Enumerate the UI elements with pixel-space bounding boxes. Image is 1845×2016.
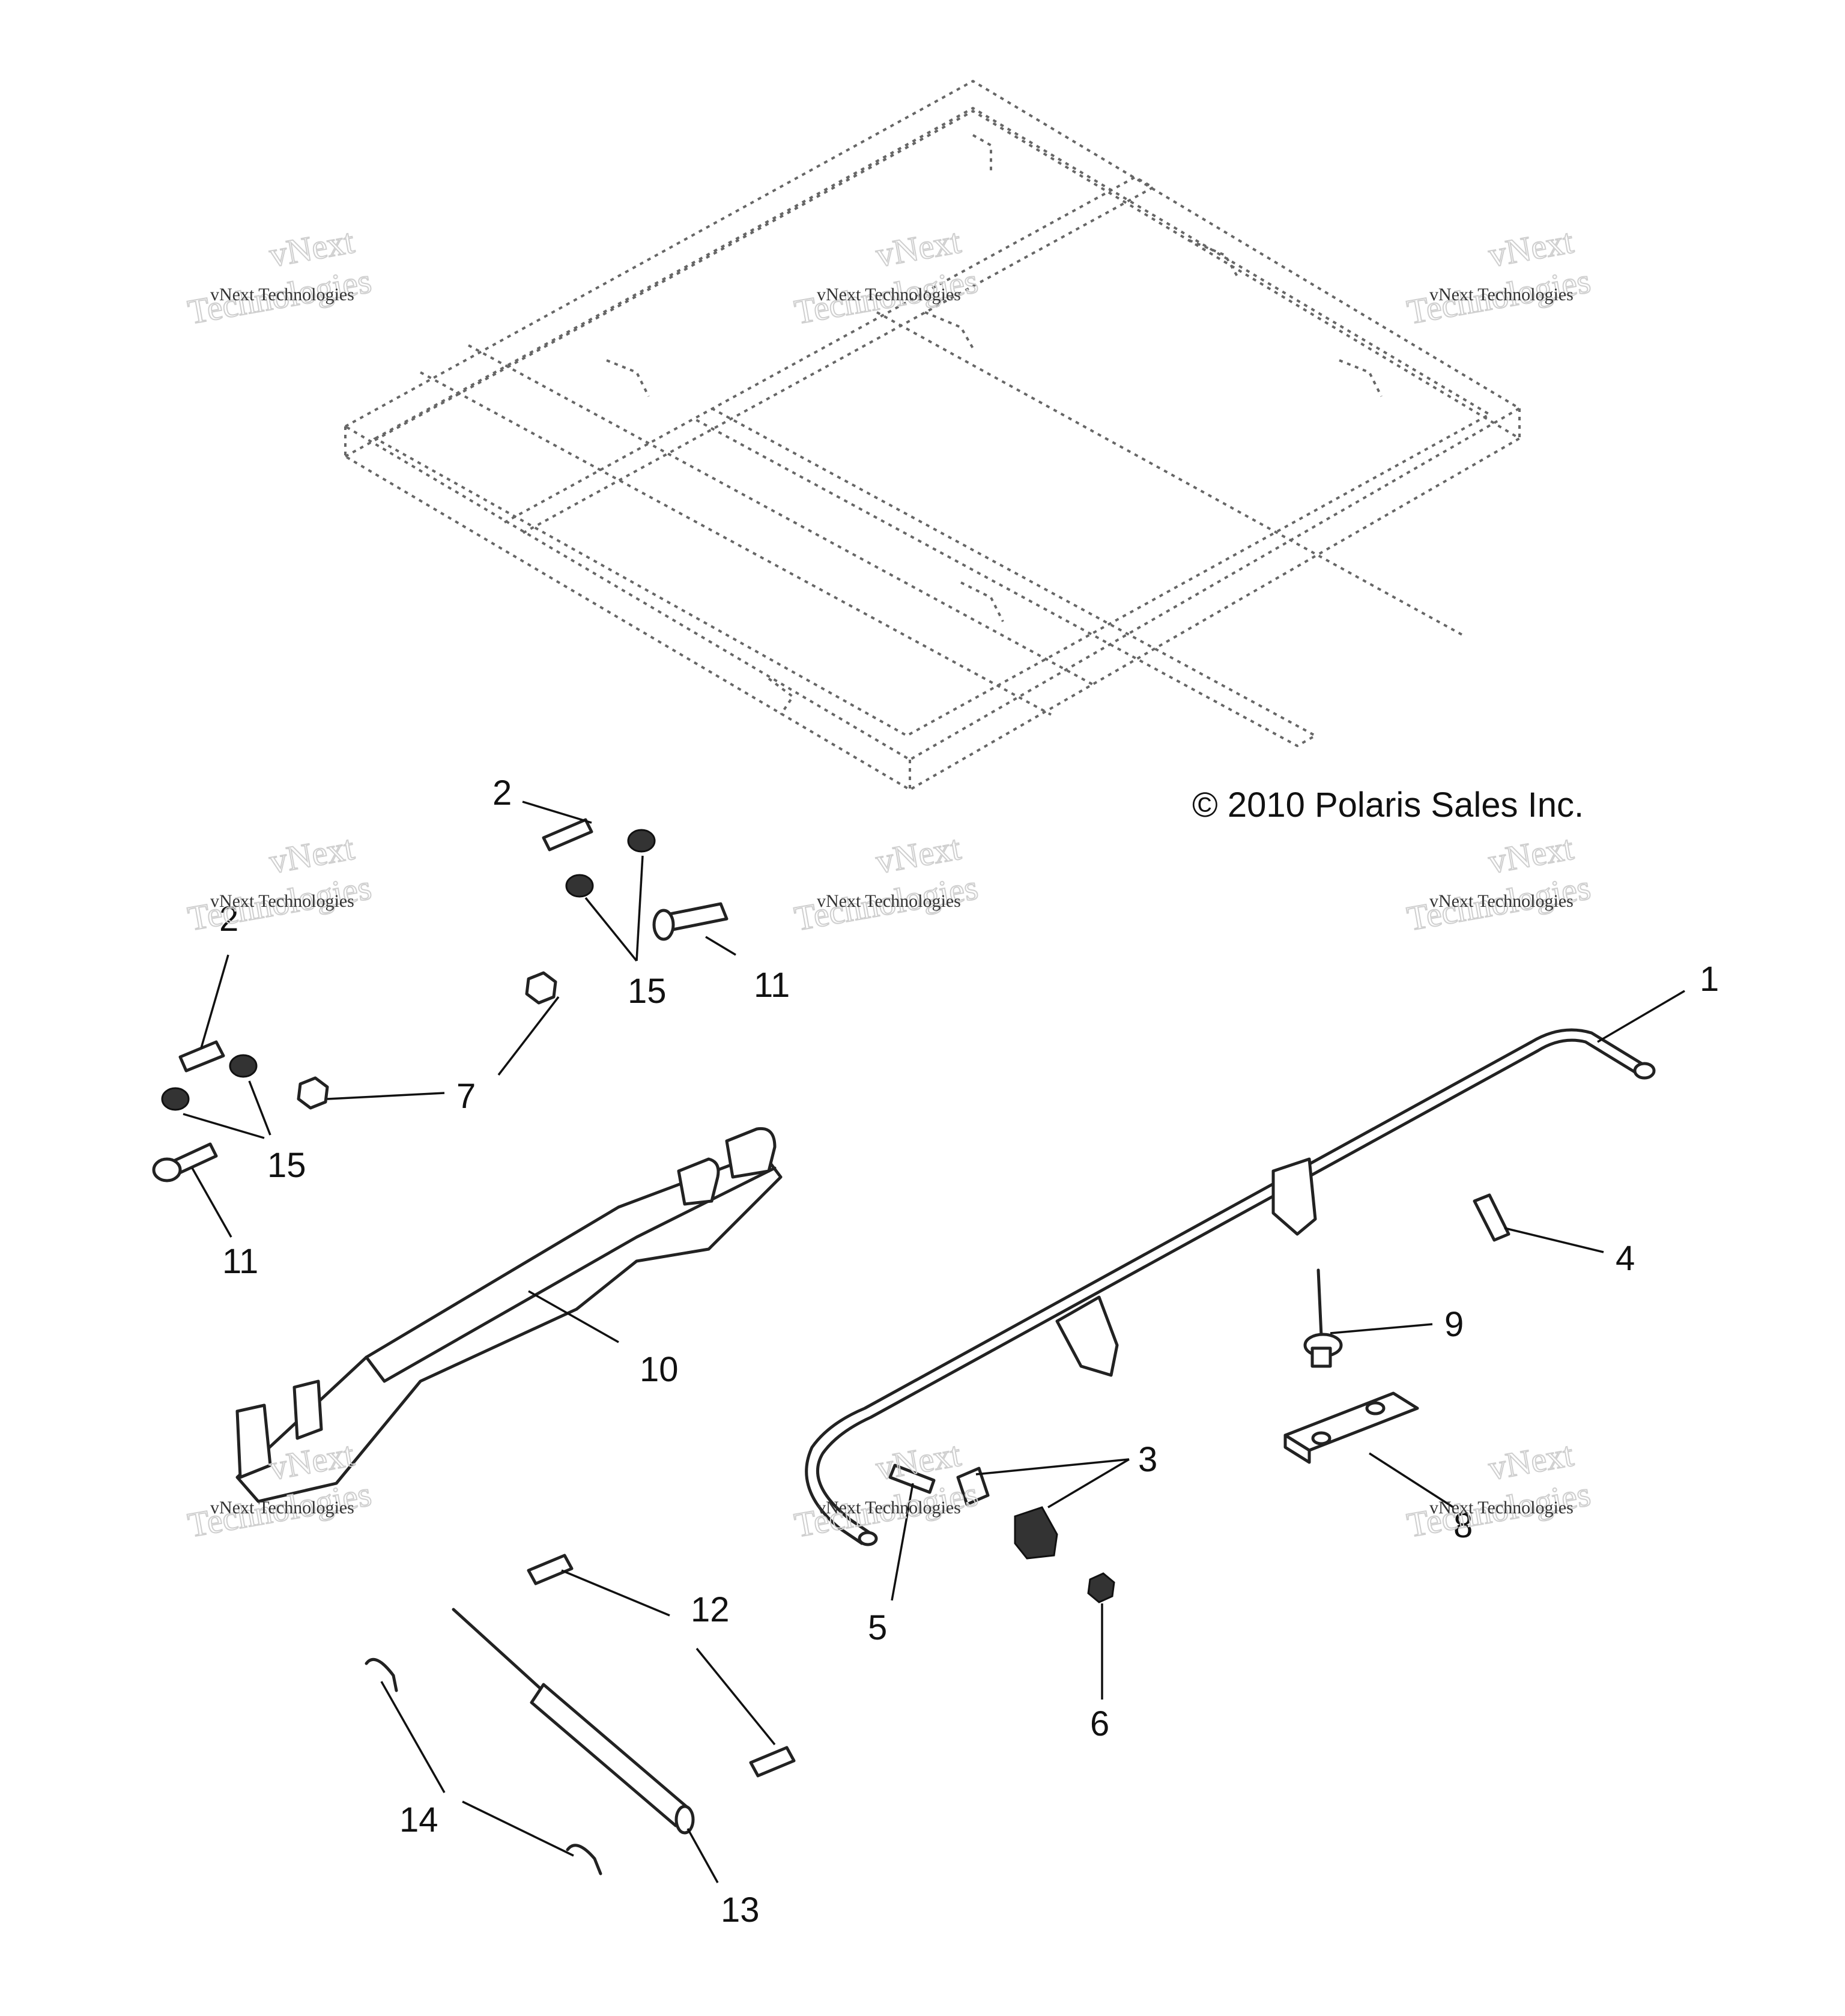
callout-15-left: 15 bbox=[267, 1146, 306, 1185]
copyright-notice: © 2010 Polaris Sales Inc. bbox=[1192, 786, 1584, 825]
nut-left bbox=[297, 1076, 329, 1110]
callout-11-left: 11 bbox=[222, 1242, 258, 1281]
callout-10: 10 bbox=[640, 1350, 679, 1389]
screw bbox=[888, 1464, 936, 1494]
callout-6: 6 bbox=[1090, 1704, 1109, 1743]
hair-pin-clip-upper bbox=[365, 1657, 398, 1692]
callout-13: 13 bbox=[721, 1890, 760, 1930]
callout-2-left: 2 bbox=[219, 900, 238, 939]
callout-4: 4 bbox=[1616, 1239, 1635, 1278]
rivet bbox=[1303, 1268, 1343, 1368]
bumper-1 bbox=[956, 1467, 990, 1506]
callout-12: 12 bbox=[691, 1590, 730, 1629]
bushing-upper-2 bbox=[565, 874, 594, 898]
watermark-6-line1: vNext Technologies bbox=[1429, 891, 1574, 911]
gas-strut bbox=[452, 1608, 695, 1835]
watermark-5-line1: vNext Technologies bbox=[817, 891, 961, 911]
pin-lower bbox=[749, 1746, 796, 1778]
bushing-left-1 bbox=[229, 1054, 258, 1078]
callout-5: 5 bbox=[868, 1608, 887, 1647]
watermark-4: vNext Technologies vNext Technologies bbox=[184, 828, 375, 939]
nut-upper bbox=[525, 971, 557, 1005]
watermark-3-line1: vNext Technologies bbox=[1429, 285, 1574, 304]
callout-1: 1 bbox=[1700, 960, 1719, 999]
callout-14: 14 bbox=[399, 1800, 438, 1839]
latch-rod bbox=[805, 1028, 1656, 1546]
watermark-8-line1: vNext Technologies bbox=[817, 1498, 961, 1518]
watermark-8: vNext Technologies vNext Technologies bbox=[791, 1434, 981, 1546]
callout-8: 8 bbox=[1453, 1506, 1473, 1545]
callout-7: 7 bbox=[456, 1077, 476, 1116]
callout-15-upper: 15 bbox=[628, 972, 667, 1011]
bushing-left-2 bbox=[161, 1087, 190, 1111]
callout-9: 9 bbox=[1444, 1305, 1464, 1344]
bolt-upper bbox=[652, 902, 729, 941]
callout-11-upper: 11 bbox=[754, 966, 790, 1005]
watermark-5: vNext Technologies vNext Technologies bbox=[791, 828, 981, 939]
nut-bottom bbox=[1087, 1572, 1115, 1603]
bumper-2 bbox=[1014, 1506, 1058, 1560]
pivot-pin-left bbox=[178, 1040, 225, 1073]
pin-upper bbox=[527, 1554, 574, 1585]
watermark-2-line1: vNext Technologies bbox=[817, 285, 961, 304]
watermark-4-line1: vNext Technologies bbox=[210, 891, 354, 911]
leader-lines bbox=[183, 801, 1685, 1883]
watermark-7-line1: vNext Technologies bbox=[210, 1498, 354, 1518]
striker-plate bbox=[1283, 1391, 1419, 1464]
watermark-1: vNext Technologies vNext Technologies bbox=[184, 221, 375, 333]
hinge-channel bbox=[235, 1127, 783, 1503]
spring bbox=[1473, 1193, 1510, 1242]
watermark-2: vNext Technologies vNext Technologies bbox=[791, 221, 981, 333]
callouts: 1 2 2 3 4 5 6 7 8 9 10 11 11 12 13 14 15… bbox=[219, 773, 1719, 1930]
watermark-6: vNext Technologies vNext Technologies bbox=[1404, 828, 1594, 939]
callout-3: 3 bbox=[1138, 1440, 1157, 1479]
watermark-9-line1: vNext Technologies bbox=[1429, 1498, 1574, 1518]
bolt-left bbox=[152, 1142, 218, 1182]
watermark-1-line1: vNext Technologies bbox=[210, 285, 354, 304]
cargo-box-frame bbox=[342, 79, 1522, 792]
pivot-pin-upper bbox=[542, 818, 593, 852]
bushing-upper-1 bbox=[627, 829, 656, 853]
watermark-3: vNext Technologies vNext Technologies bbox=[1404, 221, 1594, 333]
hair-pin-clip-lower bbox=[566, 1844, 602, 1875]
callout-2-upper: 2 bbox=[492, 773, 512, 813]
